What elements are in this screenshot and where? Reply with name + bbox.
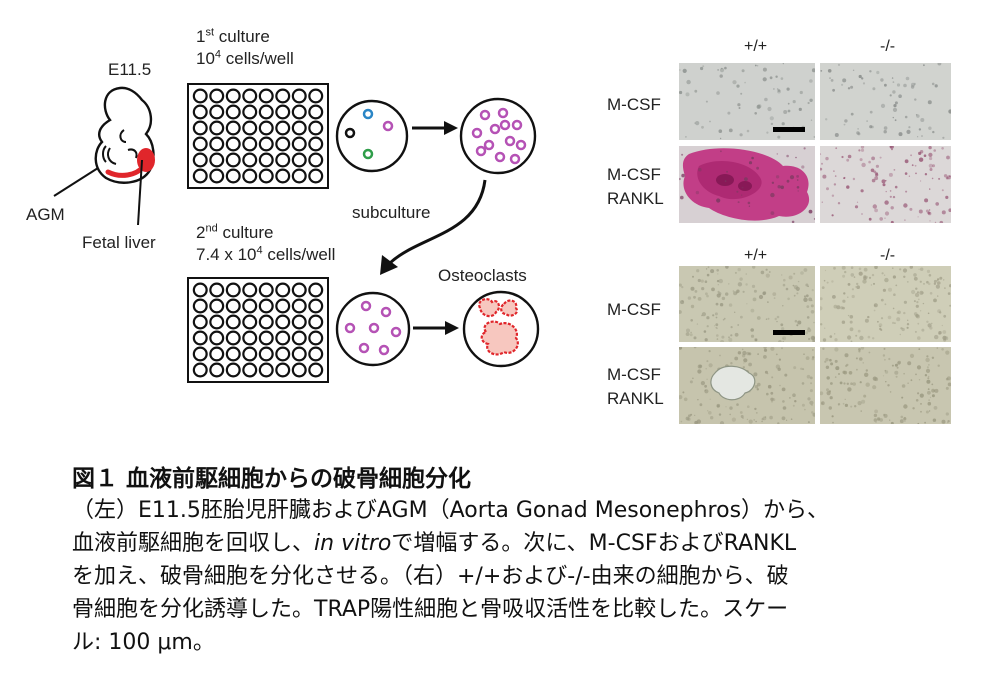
top-column-plus-label: +/+: [744, 38, 768, 55]
osteoclast-dish: [462, 290, 540, 368]
96-well-plate-second: [187, 277, 329, 383]
micrograph-bottom-rankl-ko: [820, 347, 951, 424]
second-culture-label: 2nd culture 7.4 x 104 cells/well: [196, 222, 336, 264]
fetal-liver-label: Fetal liver: [82, 233, 156, 252]
top-row-mcsf-label: M-CSF: [607, 95, 661, 114]
scale-bar-2: [773, 330, 805, 335]
embryo-icon: [94, 86, 155, 184]
pointer-lines: [53, 159, 143, 226]
stage-label: E11.5: [108, 60, 152, 79]
micrograph-bottom-mcsf-wt: [679, 266, 815, 342]
micrograph-top-mcsf-ko: [820, 63, 951, 140]
bottom-column-plus-label: +/+: [744, 247, 768, 264]
figure-caption: （左）E11.5胚胎児肝臓およびAGM（Aorta Gonad Mesoneph…: [72, 494, 972, 659]
agm-label: AGM: [26, 205, 65, 224]
arrow-right-icon: [412, 121, 458, 135]
caption-line-1: （左）E11.5胚胎児肝臓およびAGM（Aorta Gonad Mesoneph…: [72, 498, 830, 523]
subculture-arrow-icon: [380, 179, 487, 275]
subculture-label: subculture: [352, 203, 431, 222]
culture-dish-expanded: [459, 97, 537, 175]
culture-dish-initial: [335, 99, 409, 173]
micrograph-bottom-mcsf-ko: [820, 266, 951, 342]
top-column-minus-label: -/-: [880, 38, 896, 55]
first-culture-label: 1st culture 104 cells/well: [196, 26, 294, 68]
micrograph-bottom-rankl-wt: [679, 347, 815, 424]
96-well-plate-first: [187, 83, 329, 189]
figure-title: 図１ 血液前駆細胞からの破骨細胞分化: [72, 466, 472, 492]
micrograph-top-rankl-wt: [679, 146, 815, 223]
caption-line-2: 血液前駆細胞を回収し、in vitroで増幅する。次に、M-CSFおよびRANK…: [72, 531, 797, 556]
scale-bar: [773, 127, 805, 132]
caption-line-4: 骨細胞を分化誘導した。TRAP陽性細胞と骨吸収活性を比較した。スケー: [72, 597, 789, 622]
caption-line-3: を加え、破骨細胞を分化させる。（右）+/+および-/-由来の細胞から、破: [72, 564, 789, 589]
micrograph-top-rankl-ko: [820, 146, 951, 223]
culture-dish-subculture: [335, 291, 411, 367]
osteoclasts-label: Osteoclasts: [438, 266, 527, 285]
bottom-column-minus-label: -/-: [880, 247, 896, 264]
micrograph-top-mcsf-wt: [679, 63, 815, 140]
arrow-right-icon-2: [413, 321, 459, 335]
caption-line-5: ル: 100 μm。: [72, 630, 215, 655]
bottom-row-mcsf-label: M-CSF: [607, 300, 661, 319]
